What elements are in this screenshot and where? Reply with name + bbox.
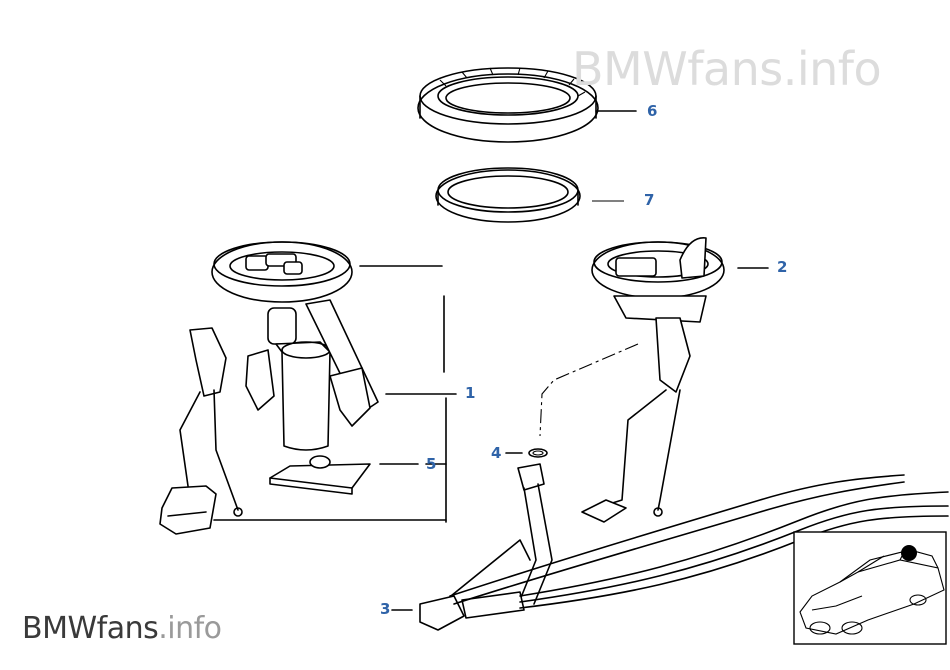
- watermark-bottom-suffix: .info: [158, 611, 222, 646]
- callout-6[interactable]: 6: [647, 102, 658, 120]
- callout-4[interactable]: 4: [491, 444, 502, 462]
- watermark-bottom: BMWfans.info: [22, 614, 222, 644]
- watermark-bottom-brand: BMWfans: [22, 611, 159, 646]
- part-2-level-sender: [581, 237, 725, 523]
- part-5-filter-plate: [269, 455, 371, 495]
- part-3-fuel-line: [419, 463, 949, 631]
- callout-2[interactable]: 2: [777, 258, 788, 276]
- part-4-o-ring: [528, 448, 548, 458]
- part-6-sealing-ring: [417, 67, 599, 143]
- part-1-fuel-pump-assembly: [159, 241, 379, 535]
- callout-1[interactable]: 1: [465, 384, 476, 402]
- locator-dot-icon: [901, 545, 917, 561]
- leader-lines: [213, 110, 769, 611]
- watermark-top: BMWfans.info: [572, 46, 882, 92]
- car-thumbnail-icon: [793, 531, 947, 645]
- part-7-seal-ring: [435, 167, 581, 223]
- watermark-top-brand: BMWfans: [572, 42, 783, 96]
- watermark-top-suffix: .info: [782, 42, 882, 96]
- callout-3[interactable]: 3: [380, 600, 391, 618]
- callout-7[interactable]: 7: [644, 191, 655, 209]
- callout-5[interactable]: 5: [426, 455, 437, 473]
